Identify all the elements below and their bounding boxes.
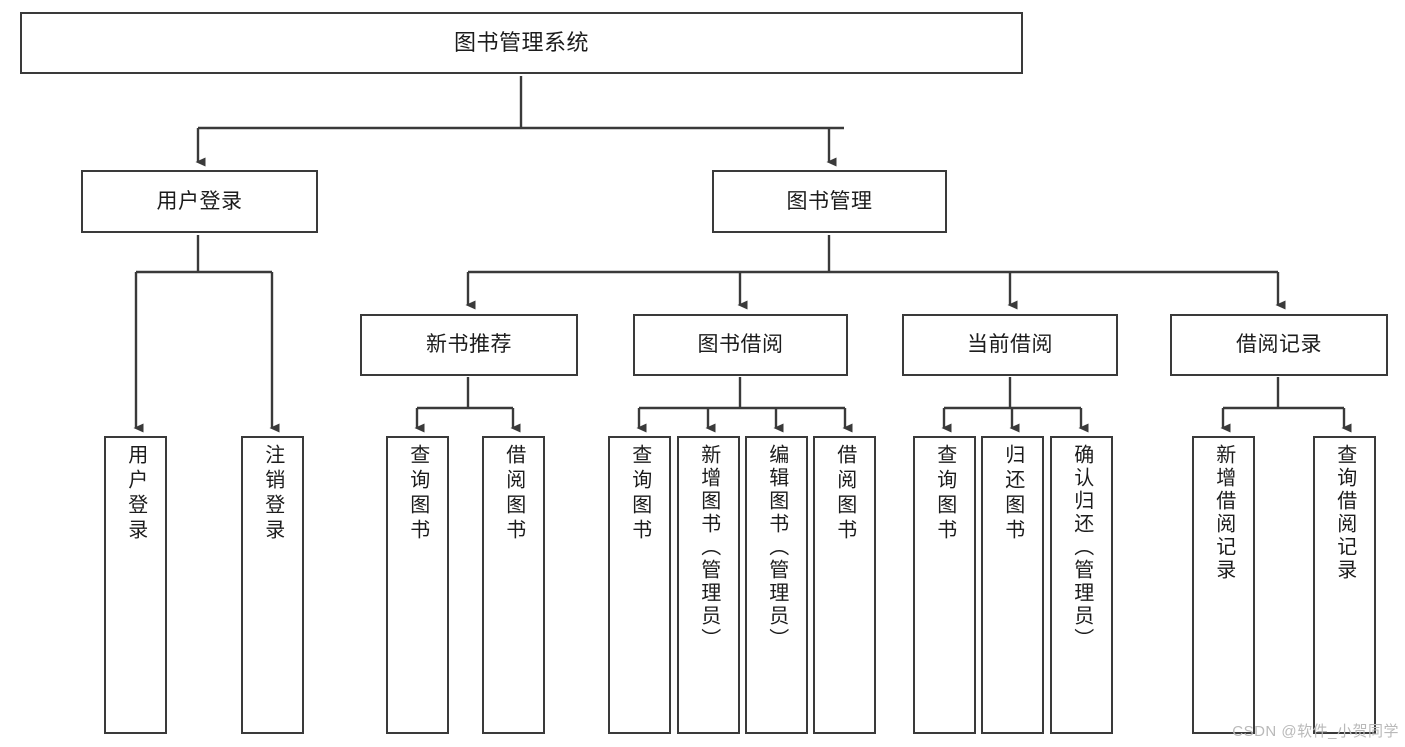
node-user-login[interactable]: 用户登录 (81, 170, 318, 233)
node-label: 注销登录 (261, 444, 284, 544)
node-book-borrow[interactable]: 图书借阅 (633, 314, 848, 376)
leaf-borrow-add-book-admin[interactable]: 新增图书（管理员） (677, 436, 740, 734)
leaf-user-login-logout[interactable]: 注销登录 (241, 436, 304, 734)
node-label: 新书推荐 (426, 333, 512, 357)
node-label: 图书管理系统 (453, 29, 589, 55)
node-label: 查询图书 (628, 444, 651, 544)
node-label: 用户登录 (124, 444, 147, 544)
node-label: 借阅记录 (1236, 333, 1322, 357)
node-label: 查询图书 (933, 444, 956, 544)
leaf-borrow-edit-book-admin[interactable]: 编辑图书（管理员） (745, 436, 808, 734)
leaf-borrow-borrow-book[interactable]: 借阅图书 (813, 436, 876, 734)
leaf-record-add-record[interactable]: 新增借阅记录 (1192, 436, 1255, 734)
leaf-record-query-record[interactable]: 查询借阅记录 (1313, 436, 1376, 734)
node-label: 图书借阅 (697, 333, 784, 357)
leaf-borrow-query-book[interactable]: 查询图书 (608, 436, 671, 734)
node-label: 查询借阅记录 (1333, 444, 1356, 582)
node-root-library-system[interactable]: 图书管理系统 (20, 12, 1023, 74)
node-label: 借阅图书 (833, 444, 856, 544)
node-label: 当前借阅 (967, 333, 1053, 357)
node-borrow-record[interactable]: 借阅记录 (1170, 314, 1388, 376)
node-label: 归还图书 (1001, 444, 1024, 544)
node-label: 新增借阅记录 (1212, 444, 1235, 582)
leaf-user-login-signin[interactable]: 用户登录 (104, 436, 167, 734)
leaf-newbook-borrow-book[interactable]: 借阅图书 (482, 436, 545, 734)
node-label: 确认归还（管理员） (1070, 444, 1093, 651)
leaf-current-return-book[interactable]: 归还图书 (981, 436, 1044, 734)
node-book-management[interactable]: 图书管理 (712, 170, 947, 233)
leaf-newbook-query-book[interactable]: 查询图书 (386, 436, 449, 734)
watermark: CSDN @软件_小贺同学 (1232, 723, 1399, 740)
node-label: 编辑图书（管理员） (765, 444, 788, 651)
node-label: 用户登录 (156, 189, 243, 213)
node-label: 图书管理 (786, 189, 873, 213)
node-label: 新增图书（管理员） (697, 444, 720, 651)
node-label: 查询图书 (406, 444, 429, 544)
node-new-book-recommend[interactable]: 新书推荐 (360, 314, 578, 376)
leaf-current-confirm-return-admin[interactable]: 确认归还（管理员） (1050, 436, 1113, 734)
node-current-borrow[interactable]: 当前借阅 (902, 314, 1118, 376)
node-label: 借阅图书 (502, 444, 525, 544)
leaf-current-query-book[interactable]: 查询图书 (913, 436, 976, 734)
